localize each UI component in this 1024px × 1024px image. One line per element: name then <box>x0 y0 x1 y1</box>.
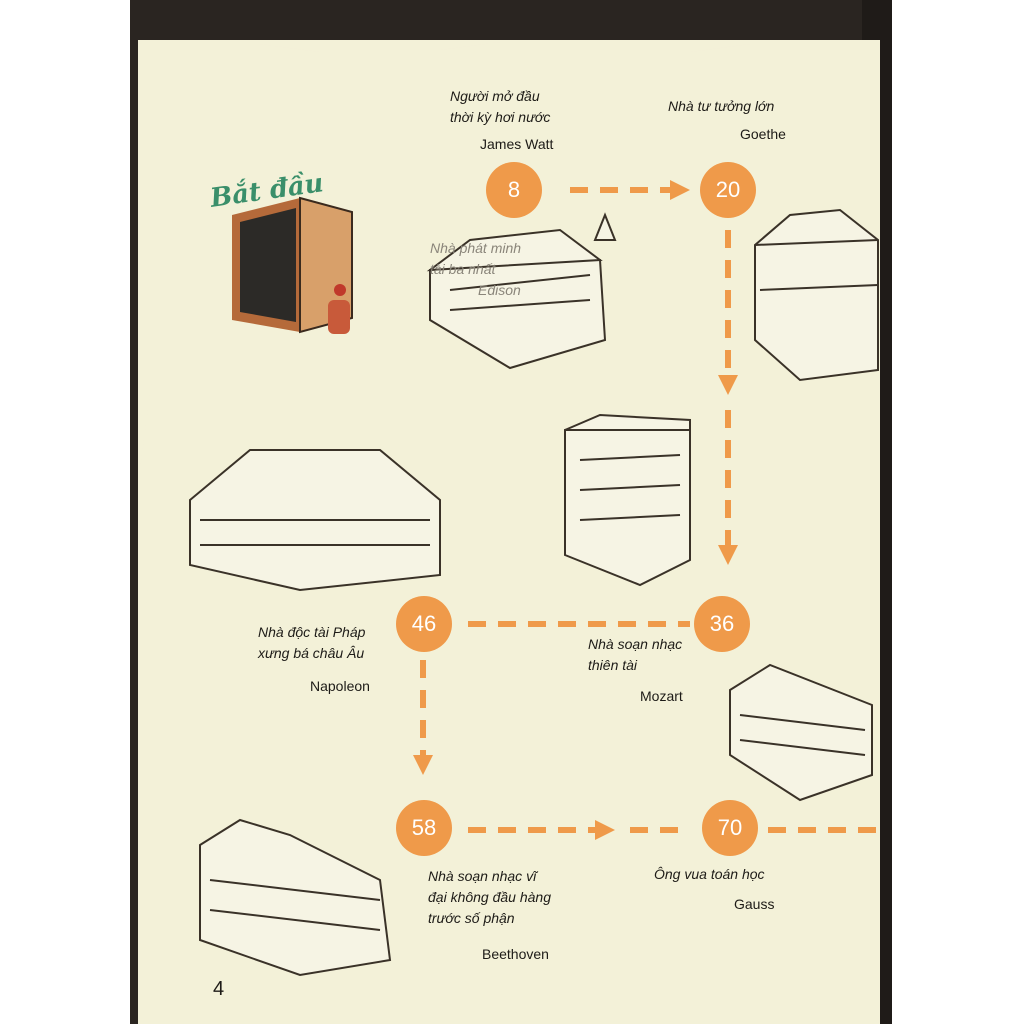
door-illustration <box>232 196 353 334</box>
building-mozart <box>564 413 691 587</box>
stop-46-name: Napoleon <box>310 678 370 694</box>
stop-36-circle: 36 <box>694 596 750 652</box>
stop-desc-line: thời kỳ hơi nước <box>450 109 551 125</box>
page-number: 4 <box>213 978 225 1000</box>
faded-label-line: tài ba nhất <box>430 261 496 277</box>
building-beethoven <box>199 818 392 977</box>
stop-desc-line: Nhà soạn nhạc vĩ <box>428 868 537 884</box>
stop-58-desc: Nhà soạn nhạc vĩ đại không đầu hàng trướ… <box>428 866 551 929</box>
stop-20-name: Goethe <box>740 126 786 142</box>
stop-8-desc: Người mở đầu thời kỳ hơi nước <box>450 86 550 128</box>
stop-desc-line: đại không đầu hàng <box>428 889 551 905</box>
stop-20-circle: 20 <box>700 162 756 218</box>
stop-desc-line: Người mở đầu <box>450 88 540 104</box>
stop-8-name: James Watt <box>480 136 554 152</box>
stop-70-desc: Ông vua toán học <box>654 866 765 882</box>
building-james-watt <box>426 212 617 370</box>
building-gauss <box>729 663 873 802</box>
faded-label-line: Nhà phát minh <box>430 240 522 256</box>
stop-46-circle: 46 <box>396 596 452 652</box>
route-arrowheads <box>413 180 738 840</box>
stop-20-desc: Nhà tư tưởng lớn <box>668 98 775 114</box>
torn-edge-left <box>140 60 200 1024</box>
torn-edge-top <box>138 40 880 80</box>
stop-desc-line: trước số phận <box>428 910 515 926</box>
stop-desc-line: xưng bá châu Âu <box>258 645 365 661</box>
stop-58-circle: 58 <box>396 800 452 856</box>
stop-desc-line: Nhà độc tài Pháp <box>258 624 366 640</box>
building-goethe <box>754 208 879 382</box>
stop-58-name: Beethoven <box>482 946 549 962</box>
stop-desc-line: thiên tài <box>588 657 638 673</box>
faded-label: Nhà phát minh tài ba nhất Edison <box>430 238 521 301</box>
stop-70-name: Gauss <box>734 896 775 912</box>
stop-46-desc: Nhà độc tài Pháp xưng bá châu Âu <box>258 622 365 664</box>
stop-desc-line: Nhà soạn nhạc <box>588 636 683 652</box>
stop-36-desc: Nhà soạn nhạc thiên tài <box>588 634 682 676</box>
stop-36-name: Mozart <box>640 688 683 704</box>
route-path <box>420 187 880 833</box>
stop-8-circle: 8 <box>486 162 542 218</box>
faded-label-name: Edison <box>478 282 521 298</box>
stop-70-circle: 70 <box>702 800 758 856</box>
building-napoleon <box>189 449 441 592</box>
